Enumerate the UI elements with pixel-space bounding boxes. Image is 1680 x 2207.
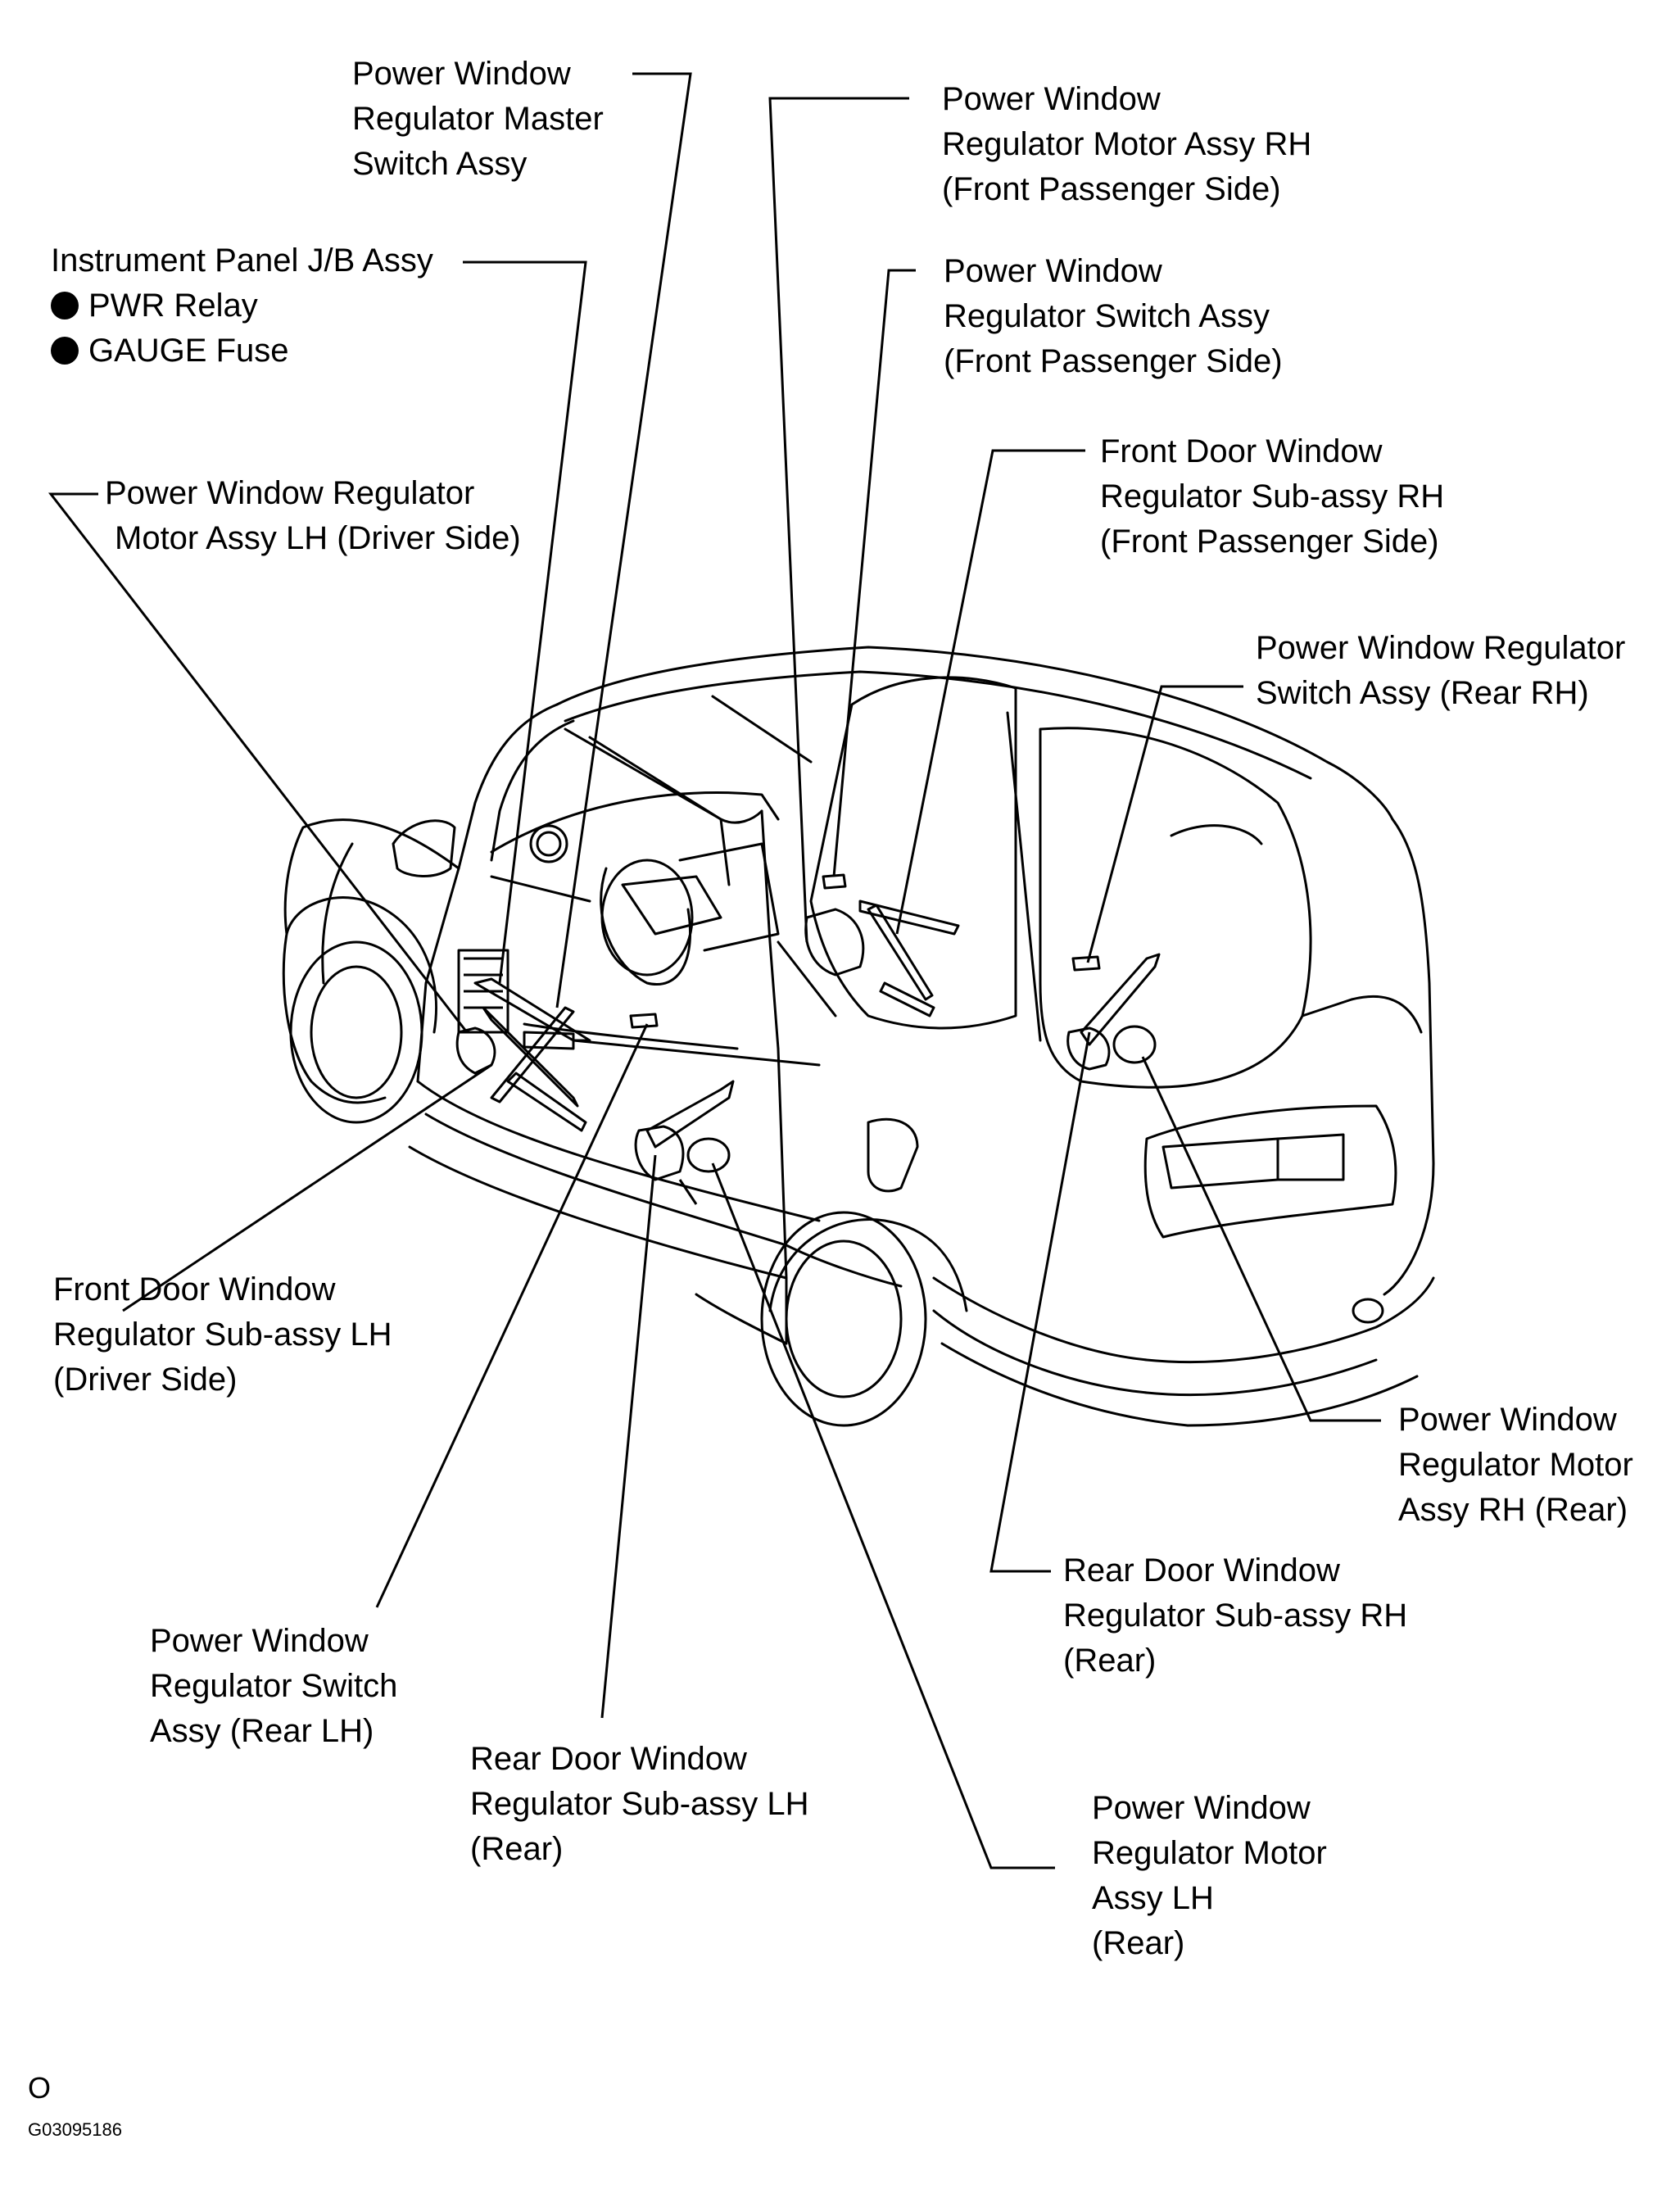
label-line: Power Window Regulator [105,475,475,511]
label-line: Regulator Motor [1398,1447,1633,1483]
motor-rh-rear-icon [1112,1025,1157,1064]
front-regulator-rh-icon [858,900,960,936]
label-line: (Front Passenger Side) [942,171,1281,207]
label-line: (Rear) [470,1831,564,1867]
jb-item: PWR Relay [51,283,433,329]
label-line: Front Door Window [1100,433,1383,469]
label-line: (Rear) [1092,1925,1185,1961]
label-line: (Front Passenger Side) [944,343,1283,379]
label-switch-rear-lh: Power Window Regulator Switch Assy (Rear… [150,1619,397,1754]
label-line: Switch Assy (Rear RH) [1256,675,1589,711]
label-line: Regulator Switch [150,1668,398,1704]
label-line: Assy (Rear LH) [150,1713,374,1749]
motor-lh-rear-icon [686,1137,731,1173]
label-master-switch: Power Window Regulator Master Switch Ass… [352,52,604,187]
label-line: Regulator Motor Assy RH [942,126,1312,162]
switch-rear-rh-icon [1071,955,1101,972]
label-motor-lh-rear: Power Window Regulator Motor Assy LH (Re… [1092,1786,1327,1966]
label-line: (Driver Side) [53,1362,238,1398]
label-jb-assy: Instrument Panel J/B Assy PWR Relay GAUG… [51,238,433,374]
label-line: Power Window [150,1623,369,1659]
label-line: Power Window [1398,1402,1617,1438]
label-line: Regulator Master [352,101,604,137]
label-line: Regulator Sub-assy LH [470,1786,809,1822]
label-line: Regulator Sub-assy RH [1100,478,1445,514]
motor-lh-driver-icon [455,1026,496,1075]
label-line: Regulator Motor [1092,1835,1327,1871]
label-line: Instrument Panel J/B Assy [51,242,433,279]
label-line: Power Window [944,253,1162,289]
label-line: Assy RH (Rear) [1398,1492,1628,1528]
label-line: Power Window [1092,1790,1311,1826]
label-line: Motor Assy LH (Driver Side) [115,520,521,556]
label-motor-rh-rear: Power Window Regulator Motor Assy RH (Re… [1398,1398,1633,1533]
figure-id: G03095186 [28,2119,122,2140]
leader-lines [48,72,1381,1869]
master-switch-bar-icon [473,977,591,1042]
jb-item: GAUGE Fuse [51,329,433,374]
label-line: Front Door Window [53,1271,336,1307]
bullet-icon [51,337,79,365]
label-switch-front-passenger: Power Window Regulator Switch Assy (Fron… [944,249,1283,384]
rear-regulator-lh-icon [645,1080,735,1149]
label-line: Switch Assy [352,146,528,182]
label-line: Regulator Switch Assy [944,298,1270,334]
label-line: (Rear) [1063,1643,1157,1679]
bullet-icon [51,292,79,319]
jb-item-text: PWR Relay [88,288,258,324]
switch-front-passenger-icon [822,873,847,890]
label-line: Power Window [942,81,1161,117]
footer-mark: O [28,2071,52,2105]
label-line: Power Window [352,56,571,92]
label-line: Rear Door Window [470,1741,747,1777]
switch-rear-lh-icon [629,1013,659,1029]
label-line: Regulator Sub-assy RH [1063,1597,1408,1634]
vehicle-outline [282,646,1435,1427]
label-front-regulator-rh: Front Door Window Regulator Sub-assy RH … [1100,429,1444,564]
label-line: Rear Door Window [1063,1552,1340,1588]
label-rear-regulator-rh: Rear Door Window Regulator Sub-assy RH (… [1063,1548,1407,1684]
regulator-mechanisms [455,873,1161,1205]
label-line: Power Window Regulator [1256,630,1626,666]
label-front-regulator-lh: Front Door Window Regulator Sub-assy LH … [53,1267,392,1403]
label-motor-rh-front: Power Window Regulator Motor Assy RH (Fr… [942,77,1311,212]
label-line: (Front Passenger Side) [1100,523,1439,560]
label-switch-rear-rh: Power Window Regulator Switch Assy (Rear… [1256,626,1625,716]
label-line: Assy LH [1092,1880,1214,1916]
label-motor-lh-driver: Power Window Regulator Motor Assy LH (Dr… [105,471,521,561]
jb-item-text: GAUGE Fuse [88,333,289,369]
label-rear-regulator-lh: Rear Door Window Regulator Sub-assy LH (… [470,1737,809,1872]
label-line: Regulator Sub-assy LH [53,1316,392,1353]
